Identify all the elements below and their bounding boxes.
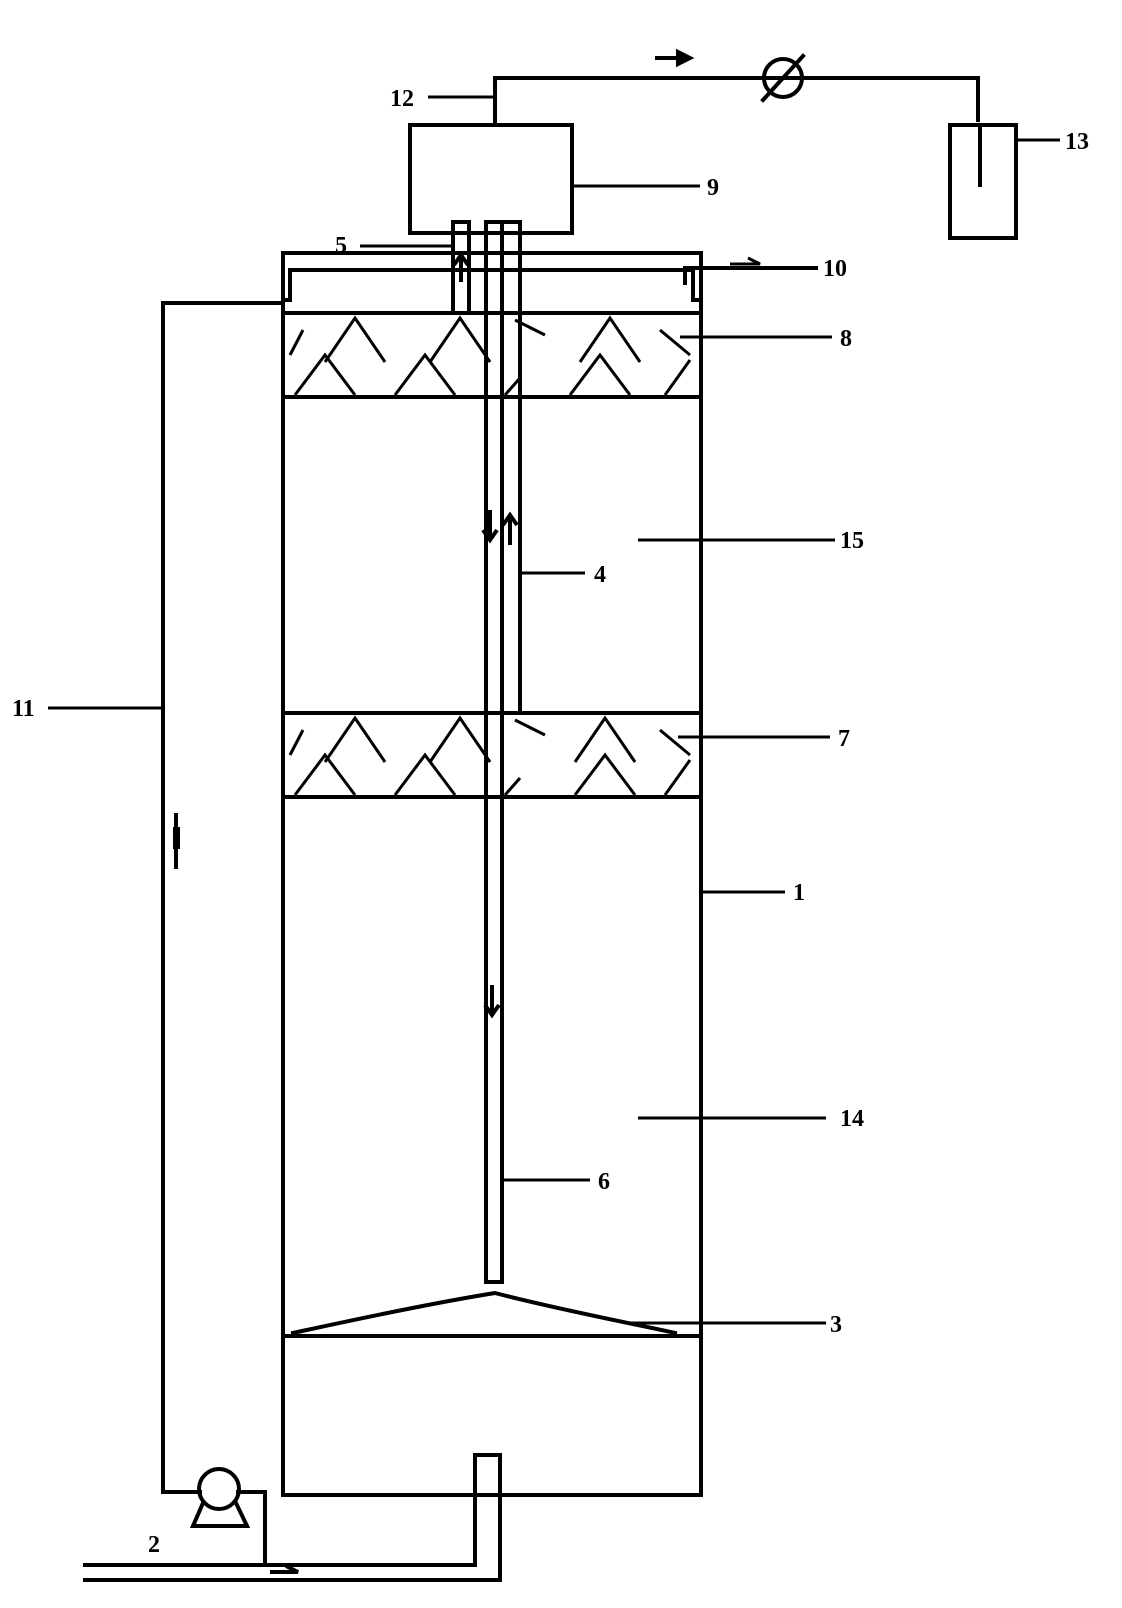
effluent-outlet	[683, 266, 818, 285]
top-cover	[281, 268, 703, 302]
recirculation-line	[161, 301, 285, 1494]
gas-riser-tubes	[451, 220, 471, 315]
collection-bottle	[948, 123, 1018, 240]
lower-packing-layer	[281, 711, 703, 799]
outlet-arrow-icon	[730, 256, 761, 266]
label-5: 5	[335, 233, 347, 259]
label-6: 6	[598, 1169, 610, 1195]
label-13: 13	[1065, 129, 1089, 155]
feed-arrow-icon	[270, 1564, 299, 1574]
flow-arrow-up-icon	[501, 511, 519, 545]
label-7: 7	[838, 726, 850, 752]
label-3: 3	[830, 1312, 842, 1338]
label-4: 4	[594, 562, 606, 588]
feed-line	[83, 1453, 502, 1582]
pump-base	[189, 1500, 251, 1528]
label-14: 14	[840, 1106, 864, 1132]
label-1: 1	[793, 880, 805, 906]
gas-meter-icon	[762, 57, 804, 99]
label-2: 2	[148, 1532, 160, 1558]
label-15: 15	[840, 528, 864, 554]
pump-icon	[197, 1467, 241, 1511]
label-11: 11	[12, 696, 35, 722]
sludge-cone	[290, 1290, 678, 1336]
flow-arrow-down-icon	[481, 510, 499, 544]
gas-line	[493, 76, 980, 127]
label-8: 8	[840, 326, 852, 352]
gas-flow-arrow-icon	[655, 48, 695, 68]
central-downcomer-pipe	[484, 220, 504, 1284]
label-9: 9	[707, 175, 719, 201]
gas-collector-box	[408, 123, 574, 235]
upper-packing-layer	[281, 311, 703, 399]
flow-arrow-down-icon	[483, 985, 501, 1019]
label-12: 12	[390, 86, 414, 112]
leader-lines	[48, 95, 1060, 1325]
label-10: 10	[823, 256, 847, 282]
reactor-vessel	[281, 251, 703, 1497]
